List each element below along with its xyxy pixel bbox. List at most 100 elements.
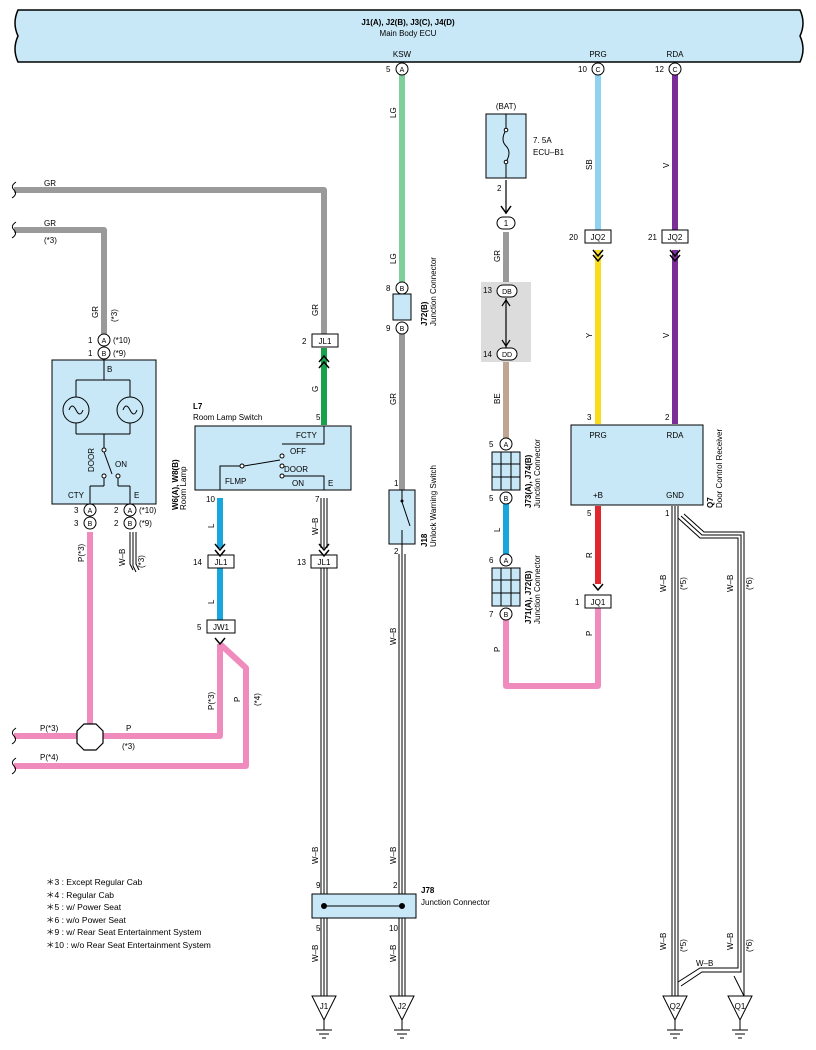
wire-label-p-j71: P (493, 647, 502, 652)
wire-label-l-1: L (207, 523, 216, 528)
tag-jl1-right: JL1 (318, 558, 331, 567)
wire-label-p3-left: P(*3) (40, 724, 59, 733)
j71-conn-bot: B (504, 612, 509, 619)
room-lamp-switch-id: L7 (193, 402, 203, 411)
wire-label-wb-q2b: W–B (659, 933, 668, 950)
lamp-bot-pin4-num: 2 (114, 519, 119, 528)
wire-label-p-jw1: P (233, 697, 242, 702)
lamp-top-pin2-num: 1 (88, 349, 93, 358)
ecu-pin-num-ksw: 5 (386, 65, 391, 74)
lamp-bot-pin3-num: 2 (114, 506, 119, 515)
j18-name: Unlock Warning Switch (429, 465, 438, 547)
tag-jq1-num: 1 (575, 598, 580, 607)
j71-junction: J71(A), J72(B) Junction Connector (491, 555, 542, 624)
wire-label-n4-jw1: (*4) (253, 693, 262, 706)
room-lamp-id: W6(A), W8(B) (171, 459, 180, 510)
lamp-bot-pin4-conn: B (128, 521, 133, 528)
tag-jl1-left-num: 14 (193, 558, 202, 567)
lamp-bot-pin1-conn: A (88, 508, 93, 515)
wire-label-n6b: (*6) (745, 939, 754, 952)
ground-q1: Q1 (727, 995, 753, 1039)
wire-label-be: BE (493, 393, 502, 404)
q7-pin-gnd: 1 (665, 509, 670, 518)
wire-label-l-2: L (207, 599, 216, 604)
tag-jq2-a: JQ2 (591, 233, 606, 242)
tag-jw1: JW1 (213, 623, 230, 632)
tag-jl1-left: JL1 (215, 558, 228, 567)
q7-pin-rda: 2 (665, 413, 670, 422)
connector-1 (496, 216, 516, 230)
switch-label-door: DOOR (284, 465, 308, 474)
wire-label-p4-left: P(*4) (40, 753, 59, 762)
wire-label-gr-jl1: GR (311, 304, 320, 316)
wire-p3-horiz (14, 644, 223, 739)
dd-top-num: 13 (483, 286, 492, 295)
lamp-top-pin2-note: (*9) (113, 349, 126, 358)
wire-label-wb-4: W–B (389, 847, 398, 864)
wire-label-v-1: V (662, 162, 671, 168)
tag-jq2-b-num: 21 (648, 233, 657, 242)
ground-q2: Q2 (662, 995, 688, 1039)
ecu-pin-num-rda: 12 (655, 65, 664, 74)
j73-name: Junction Connector (533, 439, 542, 508)
j73-conn-top: A (504, 442, 509, 449)
dd-bot-num: 14 (483, 350, 492, 359)
wire-label-wb-bridge: W–B (696, 959, 713, 968)
legend-item: ＊9 : w/ Rear Seat Entertainment System (46, 927, 202, 938)
ecu-pin-conn-rda: C (672, 67, 677, 74)
wire-gr-lamp (14, 227, 107, 334)
wire-label-r: R (585, 552, 594, 558)
wires-wb (129, 498, 745, 997)
j72-conn-top: B (400, 286, 405, 293)
j71-pin-bot: 7 (489, 610, 494, 619)
fuse-rating: 7. 5A (533, 136, 552, 145)
q7-label-gnd: GND (666, 491, 684, 500)
wire-label-p-jq1: P (585, 631, 594, 636)
j72-name: Junction Connector (429, 257, 438, 326)
splice-node (76, 723, 104, 751)
switch-pin-bl: 10 (206, 495, 215, 504)
j18-pin-top: 1 (394, 479, 399, 488)
lamp-top-pin1-num: 1 (88, 336, 93, 345)
wire-label-n3: (*3) (44, 236, 57, 245)
wire-label-wb-lamp: W–B (118, 549, 127, 566)
dd-connector: 13 DB 14 DD (481, 282, 531, 362)
wire-label-n5b: (*5) (679, 939, 688, 952)
tag-jl1-top: JL1 (319, 337, 332, 346)
wire-label-gr-j18: GR (389, 393, 398, 405)
wire-label-n3-p: (*3) (122, 742, 135, 751)
wire-label-lg-2: LG (389, 253, 398, 264)
wire-p4-horiz (14, 641, 249, 769)
wire-label-gr-1: GR (44, 179, 56, 188)
ground-label-q1: Q1 (735, 1002, 746, 1011)
j72-junction: J72(B) Junction Connector (392, 257, 438, 326)
lamp-top-pin2-conn: B (102, 351, 107, 358)
j78-name: Junction Connector (421, 898, 490, 907)
door-control-receiver: PRG RDA +B GND Q7 Door Control Receiver (570, 424, 724, 508)
room-lamp-switch-name: Room Lamp Switch (193, 413, 262, 422)
q7-label-prg: PRG (589, 431, 606, 440)
j78-pin-bl: 5 (316, 924, 321, 933)
wire-label-n3-wb: (*3) (137, 555, 146, 568)
wire-label-p: P (126, 724, 131, 733)
wire-label-gr-lamp: GR (91, 306, 100, 318)
wire-label-p3-lamp: P(*3) (77, 543, 86, 562)
j73-pin-bot: 5 (489, 494, 494, 503)
room-lamp-label-cty: CTY (68, 491, 85, 500)
lamp-bot-pin3-note: (*10) (139, 506, 157, 515)
switch-label-flmp: FLMP (225, 477, 246, 486)
wire-label-sb: SB (585, 159, 594, 170)
q7-pin-prg: 3 (587, 413, 592, 422)
room-lamp-label-e: E (134, 491, 139, 500)
ecu-pin-label-prg: PRG (589, 50, 606, 59)
legend-item: ＊6 : w/o Power Seat (46, 914, 126, 925)
connector-arrows (214, 249, 681, 646)
j78-pin-br: 10 (389, 924, 398, 933)
wire-label-wb-2: W–B (389, 628, 398, 645)
legend-item: ＊4 : Regular Cab (46, 889, 115, 900)
room-lamp-label-door: DOOR (87, 448, 96, 472)
j73-junction: J73(A), J74(B) Junction Connector (491, 439, 542, 508)
ecu-pin-num-prg: 10 (578, 65, 587, 74)
wire-label-n5: (*5) (679, 577, 688, 590)
wire-label-gr-dd: GR (493, 250, 502, 262)
